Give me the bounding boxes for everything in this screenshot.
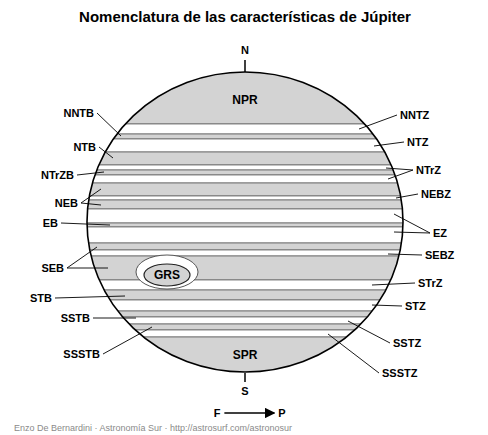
band-name: NEB — [55, 198, 78, 209]
leader-line — [374, 142, 404, 146]
band-name: STrZ — [418, 278, 442, 289]
cloud-band — [70, 324, 420, 330]
band-name: EB — [43, 218, 58, 229]
leader-line — [97, 113, 121, 136]
cloud-band — [70, 256, 420, 280]
leader-line — [81, 189, 101, 203]
leader-lines — [55, 113, 430, 373]
leader-line — [67, 268, 108, 269]
leader-line — [388, 254, 422, 255]
leader-line — [93, 318, 136, 319]
region-name: SPR — [233, 348, 258, 362]
polar-region: SPR — [190, 340, 300, 370]
cloud-band — [70, 183, 420, 196]
cloud-band — [70, 227, 420, 243]
cloud-band — [70, 134, 420, 139]
band-name: STB — [30, 293, 52, 304]
leader-line — [348, 321, 390, 343]
planet-outline — [87, 72, 403, 372]
band-name: SEB — [41, 263, 64, 274]
north-tick — [244, 60, 246, 72]
band-name: SSSTZ — [382, 368, 417, 379]
band-name: NEBZ — [421, 189, 451, 200]
band-name: STZ — [405, 301, 426, 312]
leader-line — [394, 232, 430, 233]
band-name: NTB — [73, 142, 96, 153]
leader-line — [81, 203, 101, 205]
cloud-band — [70, 139, 420, 152]
leader-line — [372, 283, 415, 285]
leader-line — [328, 334, 379, 373]
cloud-band — [70, 152, 420, 165]
leader-line — [67, 247, 97, 268]
direction-letter: P — [278, 408, 285, 419]
spot-hollow — [136, 255, 198, 289]
leader-line — [99, 147, 113, 158]
spot-oval: GRS — [143, 263, 191, 287]
cloud-band — [70, 317, 420, 324]
band-name: SSTB — [61, 313, 90, 324]
cloud-band — [70, 175, 420, 183]
cloud-band — [70, 209, 420, 223]
compass-letter: N — [241, 45, 249, 56]
cloud-bands — [70, 60, 420, 385]
cloud-band — [70, 223, 420, 227]
band-name: NTrZB — [41, 170, 74, 181]
cloud-band — [70, 337, 420, 385]
cloud-band — [70, 280, 420, 290]
cloud-band — [70, 250, 420, 256]
diagram-title: Nomenclatura de las características de J… — [79, 9, 411, 24]
leader-line — [61, 223, 110, 225]
band-name: SEBZ — [425, 250, 454, 261]
leader-line — [396, 194, 418, 198]
cloud-band — [70, 300, 420, 311]
leader-line — [388, 170, 413, 179]
cloud-band — [70, 243, 420, 250]
leader-line — [55, 296, 125, 298]
polar-region: NPR — [190, 80, 300, 120]
leader-line — [394, 214, 430, 233]
direction-letter: F — [214, 408, 221, 419]
cloud-band — [70, 60, 420, 124]
cloud-band — [70, 290, 420, 300]
cloud-band — [70, 170, 420, 175]
band-name: NNTB — [63, 108, 94, 119]
band-name: EZ — [433, 228, 447, 239]
band-name: NTZ — [407, 137, 428, 148]
cloud-band — [70, 200, 420, 209]
region-name: GRS — [154, 268, 180, 282]
compass-letter: S — [241, 386, 248, 397]
leader-line — [77, 172, 104, 175]
direction-arrow — [224, 412, 274, 414]
band-name: SSTZ — [393, 338, 421, 349]
south-tick — [244, 373, 246, 382]
spot-outline — [144, 264, 190, 286]
leader-line — [103, 327, 152, 354]
region-name: NPR — [232, 93, 257, 107]
leader-line — [386, 168, 413, 170]
cloud-band — [70, 165, 420, 170]
cloud-band — [70, 196, 420, 200]
credit-note: Enzo De Bernardini · Astronomía Sur · ht… — [14, 424, 292, 433]
leader-line — [372, 305, 402, 306]
leader-line — [359, 115, 397, 129]
band-name: NTrZ — [416, 165, 441, 176]
band-name: SSSTB — [63, 349, 100, 360]
band-name: NNTZ — [400, 110, 429, 121]
